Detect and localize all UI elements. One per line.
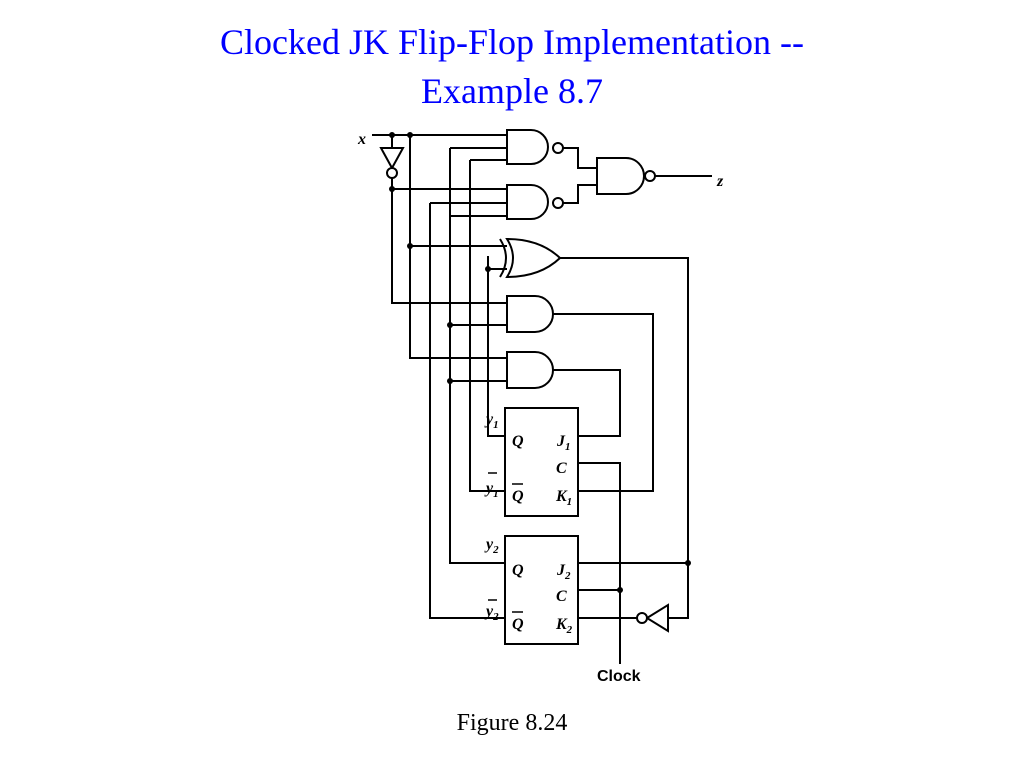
and-gate-1: [506, 295, 554, 333]
svg-text:J1: J1: [556, 433, 571, 453]
nand-gate-2: [506, 184, 564, 220]
jk-flip-flop-2: Q J2 C Q K2: [504, 535, 579, 645]
svg-text:K1: K1: [555, 488, 572, 508]
output-z-label: z: [716, 173, 724, 190]
ff2-qbar-pin: Q: [512, 616, 524, 633]
ff2-j-pin: J: [556, 562, 566, 579]
xor-gate: [499, 237, 562, 279]
ff2-q-pin: Q: [512, 562, 524, 579]
ff2-c-pin: C: [556, 588, 567, 605]
ff2-k-pin: K: [555, 616, 568, 633]
ff1-k-subscript: 1: [567, 496, 573, 508]
inverter-x: [379, 147, 405, 179]
ff1-j-pin: J: [556, 433, 566, 450]
ff1-c-pin: C: [556, 460, 567, 477]
y1-label: y1: [484, 411, 499, 431]
and-gate-2: [506, 351, 554, 389]
jk-flip-flop-1: Q J1 C Q K1: [504, 407, 579, 517]
y2-label: y2: [484, 536, 499, 556]
svg-text:K2: K2: [555, 616, 573, 636]
diagram-title-line-1: Clocked JK Flip-Flop Implementation --: [220, 22, 804, 62]
ff2-j-subscript: 2: [564, 570, 571, 582]
diagram-title-line-2: Example 8.7: [421, 71, 603, 111]
figure-caption: Figure 8.24: [456, 710, 568, 736]
junction-dots: [389, 132, 691, 593]
nand-gate-1: [506, 129, 564, 165]
ff1-j-subscript: 1: [565, 441, 571, 453]
svg-text:J2: J2: [556, 562, 571, 582]
ff1-k-pin: K: [555, 488, 568, 505]
ff2-k-subscript: 2: [566, 624, 573, 636]
y1-bar-label: y1: [484, 480, 499, 500]
clock-label: Clock: [597, 668, 641, 685]
input-x-label: x: [357, 131, 366, 148]
nand-gate-output: [596, 157, 656, 195]
ff1-q-pin: Q: [512, 433, 524, 450]
inverter-clock: [636, 603, 669, 633]
ff1-qbar-pin: Q: [512, 488, 524, 505]
y2-bar-label: y2: [484, 603, 499, 623]
